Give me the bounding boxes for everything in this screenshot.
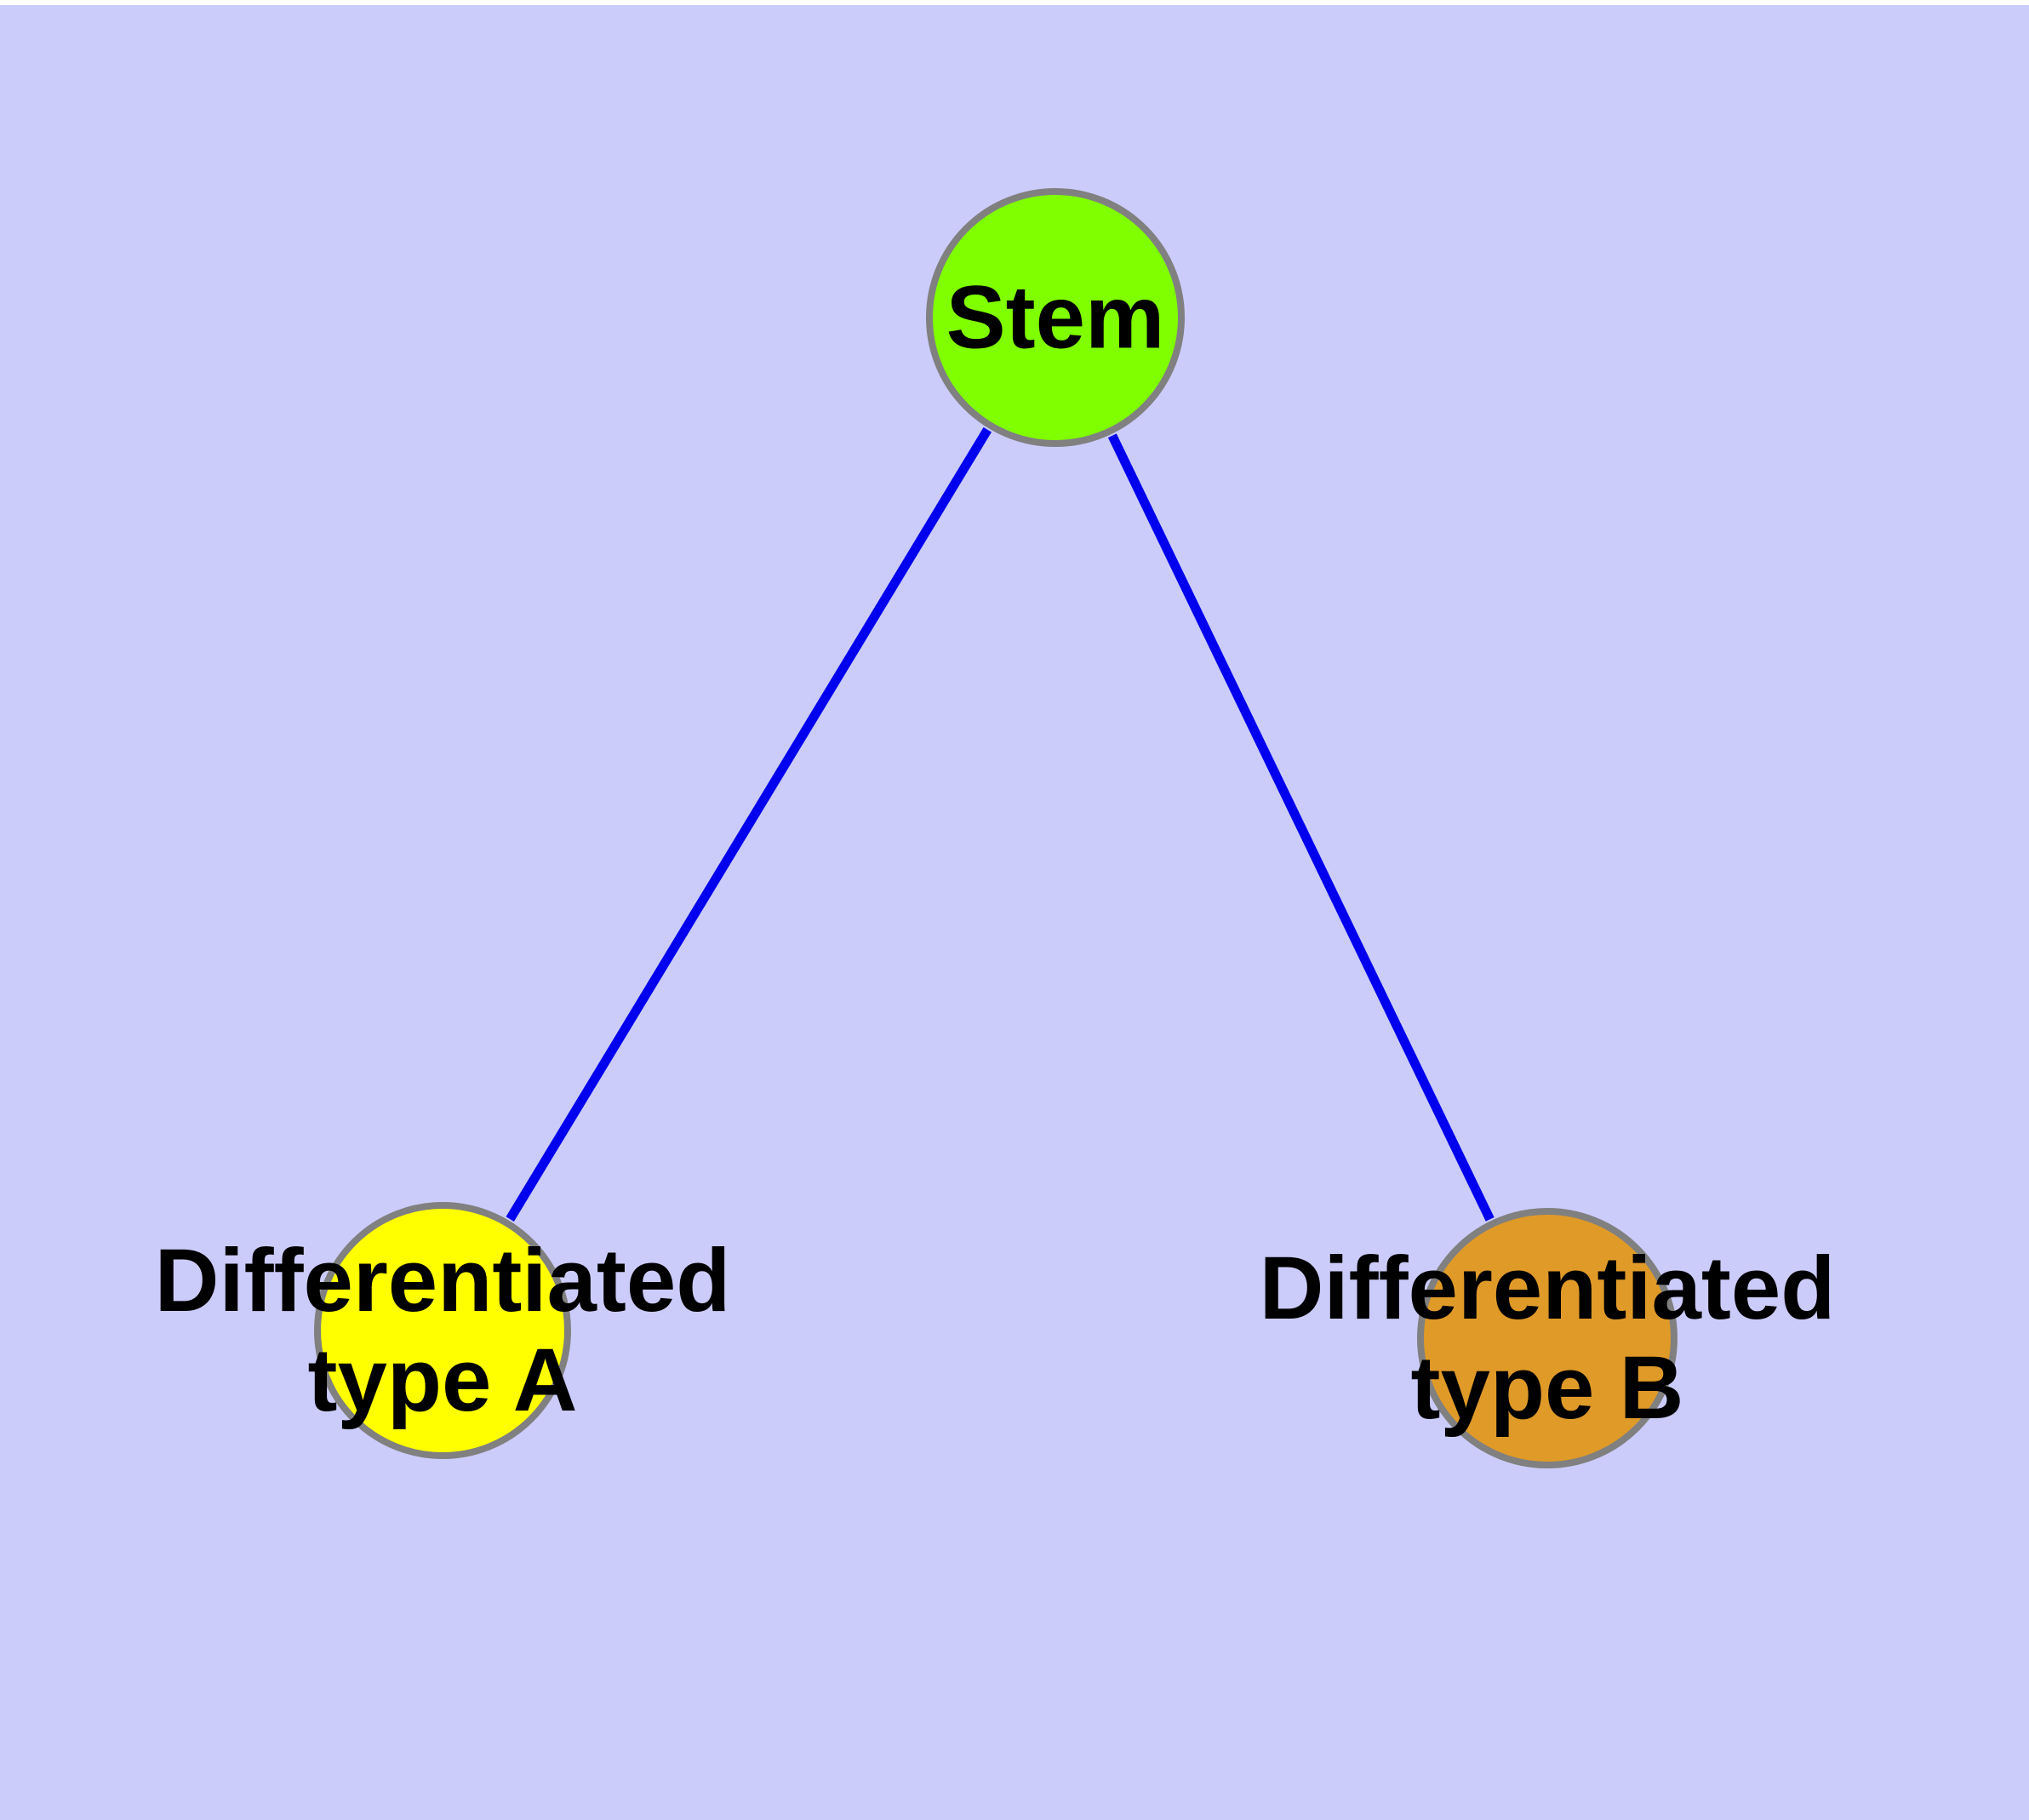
nodes-group	[314, 188, 1677, 1468]
edges-group	[506, 426, 1495, 1222]
edge-stem-diff-a	[506, 426, 992, 1222]
node-circle-diff_b[interactable]	[1417, 1208, 1677, 1468]
node-circle-stem[interactable]	[926, 188, 1185, 447]
edge-stem-diff-b	[1107, 433, 1495, 1222]
node-circle-diff_a[interactable]	[314, 1202, 571, 1459]
